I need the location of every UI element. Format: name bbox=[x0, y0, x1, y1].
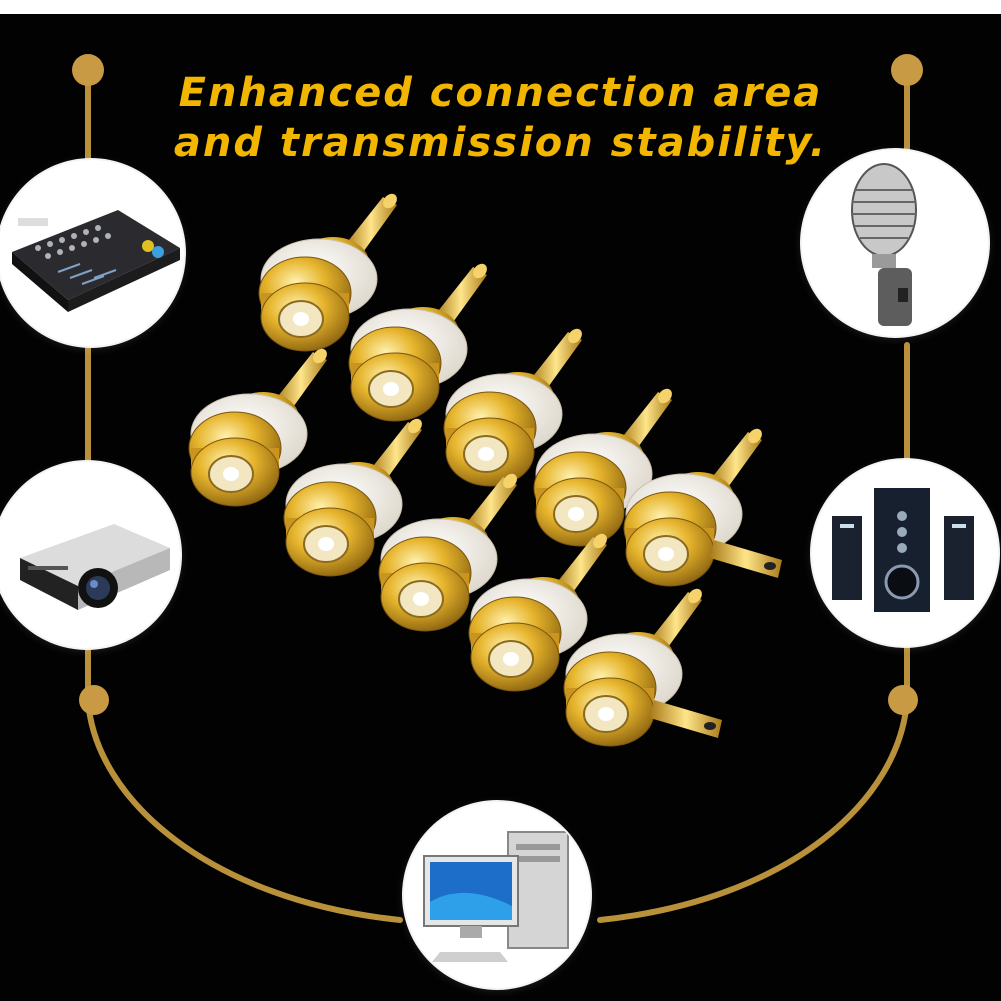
rca-connector bbox=[283, 418, 422, 577]
microphone-circle bbox=[802, 150, 988, 336]
wire-frame bbox=[85, 69, 910, 923]
projector-circle bbox=[0, 462, 180, 648]
rca-connector bbox=[188, 348, 327, 507]
headline-line-2: and transmission stability. bbox=[173, 120, 828, 166]
rca-connector bbox=[443, 328, 582, 487]
speaker-system-icon bbox=[832, 488, 974, 612]
speakers-circle bbox=[812, 460, 998, 646]
rca-connector bbox=[468, 533, 607, 692]
rca-connector bbox=[533, 388, 672, 547]
rca-connector-cluster bbox=[188, 193, 782, 747]
rca-connector bbox=[378, 473, 517, 632]
microphone-icon bbox=[851, 163, 917, 326]
wire-nodes bbox=[72, 54, 923, 715]
rca-connector bbox=[623, 428, 782, 587]
rca-connector bbox=[563, 588, 722, 747]
rca-connector bbox=[348, 263, 487, 422]
desktop-computer-icon bbox=[423, 831, 569, 962]
headline-line-1: Enhanced connection area bbox=[178, 70, 823, 116]
mixer-circle bbox=[0, 160, 184, 346]
audio-mixer-icon bbox=[12, 210, 180, 312]
rca-connector bbox=[258, 193, 397, 352]
top-white-strip bbox=[0, 0, 1001, 14]
projector-icon bbox=[20, 524, 170, 610]
computer-circle bbox=[404, 802, 590, 988]
